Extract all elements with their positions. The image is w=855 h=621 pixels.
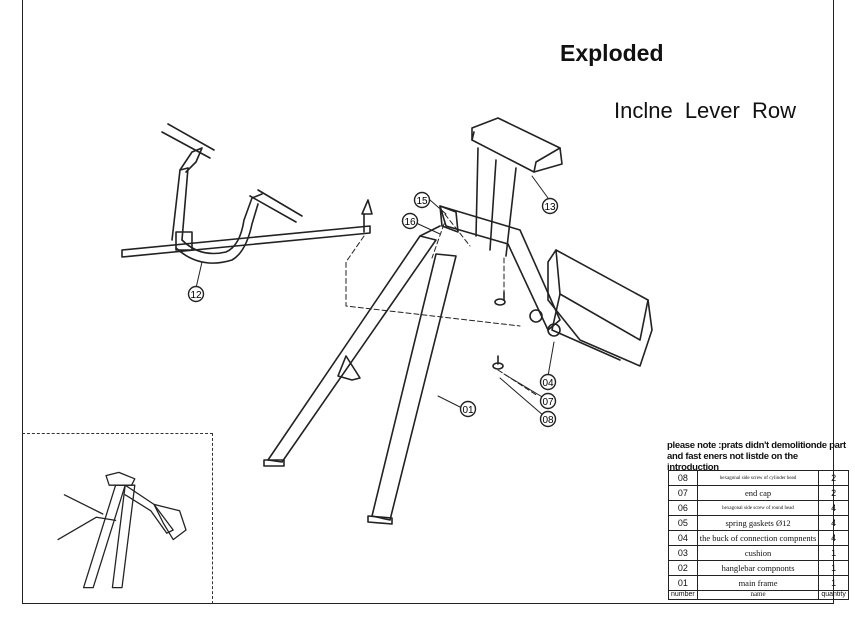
parts-cell-num: 02: [668, 560, 698, 576]
parts-cell-qty: 1: [818, 575, 849, 591]
back-pad: [547, 249, 653, 367]
parts-cell-num: 03: [668, 545, 698, 561]
callout-07: 07: [539, 392, 557, 410]
table-header-name: name: [696, 590, 820, 600]
callout-15: 15: [413, 191, 431, 209]
svg-text:08: 08: [542, 415, 554, 426]
svg-text:15: 15: [416, 196, 428, 207]
parts-cell-qty: 1: [818, 560, 849, 576]
parts-cell-name: hexagonal side screw of cylinder head: [696, 470, 820, 486]
svg-text:01: 01: [462, 405, 474, 416]
parts-cell-name: main frame: [696, 575, 820, 591]
drawing-frame: [22, 0, 834, 604]
callout-12: 12: [187, 285, 205, 303]
svg-text:13: 13: [544, 202, 556, 213]
parts-cell-num: 07: [668, 485, 698, 501]
callout-08: 08: [539, 410, 557, 428]
parts-note: please note :prats didn't demolitionde p…: [667, 440, 846, 473]
parts-cell-num: 08: [668, 470, 698, 486]
callout-13: 13: [541, 197, 559, 215]
callout-01: 01: [459, 400, 477, 418]
callout-04: 04: [539, 373, 557, 391]
leader-lines: [195, 175, 555, 417]
parts-cell-qty: 2: [818, 470, 849, 486]
svg-text:16: 16: [404, 217, 416, 228]
parts-cell-name: end cap: [696, 485, 820, 501]
table-header-qty: quantity: [818, 590, 849, 600]
parts-cell-name: hexagonal side screw of round head: [696, 500, 820, 516]
parts-cell-qty: 4: [818, 500, 849, 516]
assembled-view: [57, 471, 187, 589]
parts-cell-num: 06: [668, 500, 698, 516]
parts-cell-qty: 4: [818, 515, 849, 531]
svg-text:12: 12: [190, 290, 202, 301]
parts-cell-qty: 2: [818, 485, 849, 501]
parts-cell-name: cushion: [696, 545, 820, 561]
parts-cell-name: hanglebar compnonts: [696, 560, 820, 576]
parts-cell-name: the buck of connection compnents: [696, 530, 820, 546]
svg-text:07: 07: [542, 397, 554, 408]
inset-box: [22, 433, 213, 604]
drawing-title: Exploded: [560, 40, 664, 66]
table-header-num: number: [668, 590, 698, 600]
svg-text:04: 04: [542, 378, 554, 389]
parts-cell-num: 04: [668, 530, 698, 546]
seat-cushion: [471, 117, 563, 257]
parts-cell-num: 05: [668, 515, 698, 531]
parts-cell-qty: 4: [818, 530, 849, 546]
parts-cell-qty: 1: [818, 545, 849, 561]
parts-cell-name: spring gaskets Ø12: [696, 515, 820, 531]
main-frame: [263, 205, 561, 525]
drawing-subtitle: Inclne Lever Row: [614, 98, 796, 123]
callout-16: 16: [401, 212, 419, 230]
connection-hardware: [492, 291, 561, 370]
parts-cell-num: 01: [668, 575, 698, 591]
handlebar-assembly: [121, 123, 373, 264]
